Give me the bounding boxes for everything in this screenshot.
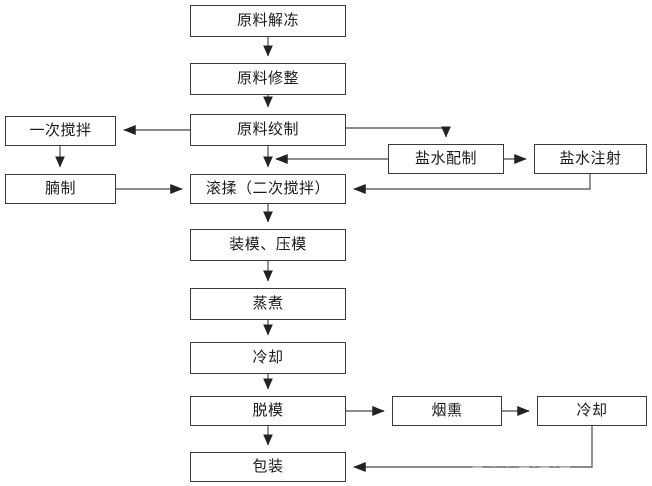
node-packaging[interactable]: 包装 bbox=[190, 452, 346, 482]
node-label: 装模、压模 bbox=[229, 234, 307, 253]
node-grind[interactable]: 原料绞制 bbox=[190, 114, 346, 146]
node-brine-injection[interactable]: 盐水注射 bbox=[534, 144, 647, 174]
node-label: 滚揉（二次搅拌） bbox=[205, 178, 330, 197]
node-label: 蒸煮 bbox=[252, 293, 284, 312]
node-thaw[interactable]: 原料解冻 bbox=[190, 5, 346, 37]
node-label: 脱模 bbox=[252, 400, 284, 419]
node-label: 盐水配制 bbox=[414, 148, 477, 167]
node-tumbling-second-mixing[interactable]: 滚揉（二次搅拌） bbox=[190, 174, 346, 204]
node-trim[interactable]: 原料修整 bbox=[190, 63, 346, 95]
node-brine-preparation[interactable]: 盐水配制 bbox=[388, 144, 504, 174]
node-label: 一次搅拌 bbox=[29, 120, 92, 139]
node-label: 冷却 bbox=[252, 347, 284, 366]
watermark: — · · —·—·— bbox=[472, 460, 574, 473]
edge-cool2-pack bbox=[353, 426, 593, 473]
node-molding-pressing[interactable]: 装模、压模 bbox=[190, 229, 346, 261]
node-label: 冷却 bbox=[576, 400, 608, 419]
node-label: 原料修整 bbox=[236, 68, 299, 87]
node-label: 烟熏 bbox=[431, 400, 463, 419]
edge-brineinj-tumble bbox=[353, 174, 591, 195]
node-label: 原料绞制 bbox=[236, 119, 299, 138]
node-cooling-2[interactable]: 冷却 bbox=[537, 396, 647, 426]
node-first-mixing[interactable]: 一次搅拌 bbox=[5, 116, 116, 146]
node-smoking[interactable]: 烟熏 bbox=[392, 396, 502, 426]
node-label: 腩制 bbox=[44, 178, 76, 197]
node-label: 原料解冻 bbox=[236, 10, 299, 29]
node-cooling-1[interactable]: 冷却 bbox=[190, 342, 346, 374]
edge-grind-brineprep bbox=[346, 126, 451, 138]
node-label: 包装 bbox=[252, 456, 284, 475]
node-label: 盐水注射 bbox=[559, 148, 622, 167]
node-cooking[interactable]: 蒸煮 bbox=[190, 288, 346, 320]
node-demolding[interactable]: 脱模 bbox=[190, 396, 346, 426]
node-curing[interactable]: 腩制 bbox=[5, 174, 116, 204]
